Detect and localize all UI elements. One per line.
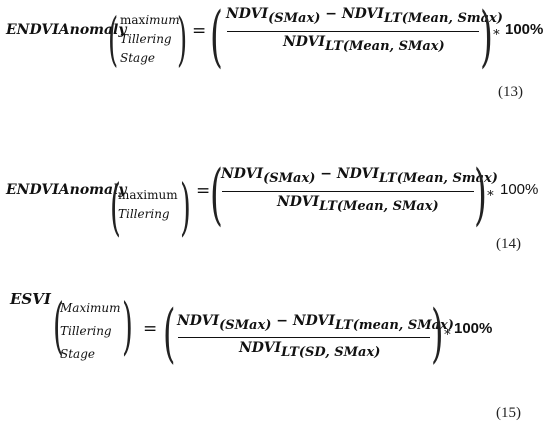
- eq13-frac-close-paren: ): [480, 0, 493, 75]
- eq15-denominator: NDVILT(SD, SMax): [239, 340, 381, 360]
- eq13-percent: 100%: [505, 21, 544, 38]
- eq15-condition-line-2: Tillering: [60, 324, 112, 338]
- eq15-fraction-bar: [178, 337, 430, 339]
- eq15-condition: Maximum Tillering Stage: [60, 299, 121, 364]
- eq13-equals: =: [192, 21, 207, 41]
- eq14-frac-close-paren: ): [474, 156, 487, 233]
- eq15-percent: 100%: [454, 320, 493, 337]
- eq14-times: ∗: [486, 186, 495, 201]
- eq15-frac-open-paren: (: [163, 297, 176, 371]
- eq13-frac-open-paren: (: [210, 0, 223, 75]
- eq15-cond-open-paren: (: [53, 289, 64, 362]
- eq14-cond-close-paren: ): [180, 170, 191, 243]
- eq15-condition-line-3: Stage: [60, 347, 95, 361]
- eq13-condition-line-3: Stage: [120, 51, 155, 65]
- eq14-fraction-bar: [222, 191, 474, 193]
- eq14-equals: =: [196, 181, 211, 201]
- equation-13: ENDVIAnomaly ( maximum Tillering Stage )…: [0, 0, 554, 110]
- eq13-cond-close-paren: ): [177, 5, 188, 73]
- eq14-denominator: NDVILT(Mean, SMax): [277, 194, 439, 214]
- eq13-condition: maximum Tillering Stage: [120, 11, 180, 68]
- eq14-lhs: ENDVIAnomaly: [6, 182, 127, 198]
- eq15-numerator: NDVI(SMax) − NDVILT(mean, SMax): [177, 313, 454, 333]
- eq14-frac-open-paren: (: [210, 156, 223, 233]
- eq14-percent: 100%: [500, 181, 539, 198]
- eq15-lhs: ESVI: [10, 290, 51, 308]
- eq13-number: (13): [498, 84, 523, 100]
- eq15-equals: =: [143, 319, 158, 339]
- eq15-condition-line-1: Maximum: [60, 301, 121, 315]
- eq15-cond-close-paren: ): [122, 289, 133, 362]
- eq13-times: ∗: [492, 25, 501, 40]
- eq14-condition-line-1: maximum: [118, 188, 178, 202]
- eq13-fraction-bar: [227, 31, 479, 33]
- eq14-cond-open-paren: (: [110, 170, 121, 243]
- eq15-times: ∗: [443, 325, 452, 340]
- eq15-frac-close-paren: ): [431, 297, 444, 371]
- eq13-denominator: NDVILT(Mean, SMax): [283, 34, 445, 54]
- eq14-number: (14): [496, 236, 521, 252]
- eq14-numerator: NDVI(SMax) − NDVILT(Mean, Smax): [221, 166, 498, 186]
- eq14-condition: maximum Tillering: [118, 186, 178, 224]
- eq13-numerator: NDVI(SMax) − NDVILT(Mean, Smax): [226, 6, 503, 26]
- eq13-condition-line-1: maximum: [120, 13, 180, 27]
- eq15-number: (15): [496, 405, 521, 421]
- equation-14: ENDVIAnomaly ( maximum Tillering ) = ( N…: [6, 156, 539, 253]
- eq13-cond-open-paren: (: [108, 5, 119, 73]
- eq13-lhs: ENDVIAnomaly: [6, 22, 127, 38]
- eq13-condition-line-2: Tillering: [120, 32, 172, 46]
- eq14-condition-line-2: Tillering: [118, 207, 170, 221]
